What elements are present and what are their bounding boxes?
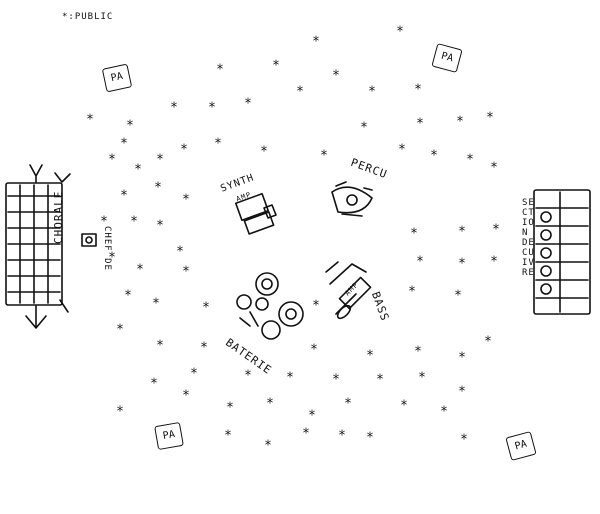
audience-marker: * [190, 366, 198, 382]
audience-marker: * [180, 142, 188, 158]
audience-marker: * [272, 58, 280, 74]
audience-marker: * [176, 244, 184, 260]
audience-marker: * [296, 84, 304, 100]
audience-marker: * [410, 226, 418, 242]
audience-marker: * [418, 370, 426, 386]
audience-marker: * [124, 288, 132, 304]
audience-marker: * [214, 136, 222, 152]
audience-marker: * [86, 112, 94, 128]
audience-marker: * [134, 162, 142, 178]
audience-marker: * [458, 256, 466, 272]
bass-setup [325, 261, 372, 320]
audience-marker: * [332, 68, 340, 84]
audience-marker: * [458, 224, 466, 240]
audience-marker: * [116, 322, 124, 338]
audience-marker: * [156, 152, 164, 168]
audience-marker: * [126, 118, 134, 134]
audience-marker: * [312, 298, 320, 314]
audience-marker: * [156, 338, 164, 354]
audience-marker: * [320, 148, 328, 164]
audience-marker: * [120, 136, 128, 152]
brass-label: SECTION DE CUIVRE [522, 198, 535, 278]
audience-marker: * [120, 188, 128, 204]
audience-marker: * [338, 428, 346, 444]
audience-marker: * [398, 142, 406, 158]
audience-marker: * [202, 300, 210, 316]
audience-marker: * [416, 116, 424, 132]
audience-marker: * [360, 120, 368, 136]
audience-marker: * [458, 384, 466, 400]
audience-marker: * [490, 254, 498, 270]
audience-marker: * [466, 152, 474, 168]
audience-marker: * [308, 408, 316, 424]
audience-marker: * [200, 340, 208, 356]
audience-marker: * [312, 34, 320, 50]
audience-marker: * [108, 250, 116, 266]
audience-marker: * [286, 370, 294, 386]
brass-riser [533, 189, 591, 315]
audience-marker: * [490, 160, 498, 176]
audience-marker: * [310, 342, 318, 358]
audience-marker: * [244, 96, 252, 112]
audience-marker: * [332, 372, 340, 388]
audience-marker: * [396, 24, 404, 40]
audience-marker: * [100, 214, 108, 230]
audience-marker: * [400, 398, 408, 414]
audience-marker: * [456, 114, 464, 130]
audience-marker: * [484, 334, 492, 350]
audience-marker: * [416, 254, 424, 270]
audience-marker: * [492, 222, 500, 238]
audience-marker: * [170, 100, 178, 116]
audience-marker: * [458, 350, 466, 366]
audience-marker: * [154, 180, 162, 196]
audience-marker: * [182, 264, 190, 280]
choir-label: CHORALE [52, 190, 65, 244]
audience-marker: * [414, 344, 422, 360]
audience-marker: * [260, 144, 268, 160]
audience-marker: * [266, 396, 274, 412]
audience-marker: * [344, 396, 352, 412]
audience-marker: * [408, 284, 416, 300]
audience-marker: * [152, 296, 160, 312]
percussion-setup [331, 181, 373, 217]
audience-marker: * [460, 432, 468, 448]
audience-marker: * [226, 400, 234, 416]
audience-marker: * [130, 214, 138, 230]
audience-marker: * [430, 148, 438, 164]
legend: *:PUBLIC [62, 12, 113, 22]
synth-setup [234, 192, 277, 235]
audience-marker: * [440, 404, 448, 420]
conductor-stand [81, 233, 97, 247]
audience-marker: * [216, 62, 224, 78]
audience-marker: * [156, 218, 164, 234]
audience-marker: * [136, 262, 144, 278]
audience-marker: * [414, 82, 422, 98]
choir-riser [5, 164, 71, 329]
drum-kit [236, 272, 304, 340]
pa-speaker-bottom-left: PA [154, 421, 184, 451]
audience-marker: * [486, 110, 494, 126]
audience-marker: * [182, 388, 190, 404]
audience-marker: * [108, 152, 116, 168]
audience-marker: * [150, 376, 158, 392]
legend-symbol: * [62, 12, 69, 22]
audience-marker: * [208, 100, 216, 116]
audience-marker: * [366, 348, 374, 364]
audience-marker: * [264, 438, 272, 454]
audience-marker: * [224, 428, 232, 444]
audience-marker: * [182, 192, 190, 208]
audience-marker: * [244, 368, 252, 384]
audience-marker: * [368, 84, 376, 100]
audience-marker: * [366, 430, 374, 446]
audience-marker: * [454, 288, 462, 304]
audience-marker: * [116, 404, 124, 420]
audience-marker: * [302, 426, 310, 442]
audience-marker: * [376, 372, 384, 388]
legend-text: :PUBLIC [68, 12, 114, 22]
